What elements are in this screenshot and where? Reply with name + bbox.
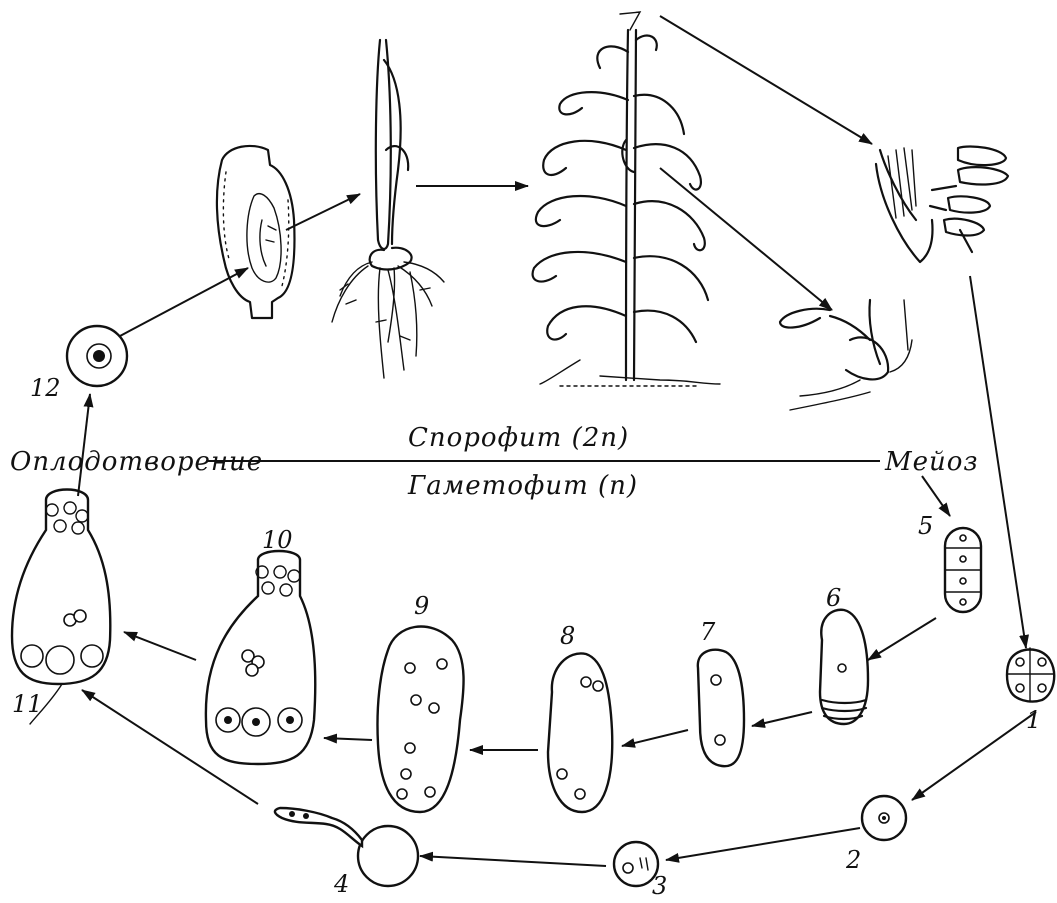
stage-label-10: 10 xyxy=(262,526,293,554)
stage-label-3: 3 xyxy=(652,872,667,900)
female-flower-illustration xyxy=(780,300,912,410)
stage-label-6: 6 xyxy=(826,584,841,612)
stage-2-microspore xyxy=(862,796,906,840)
fertilization-label: Оплодотворение xyxy=(10,447,263,477)
stage-8-four-nucleate xyxy=(548,653,612,812)
tassel-anthers-illustration xyxy=(876,146,1008,262)
stage-label-11: 11 xyxy=(12,690,43,718)
stage-5-megaspore-tetrad xyxy=(945,528,981,612)
stage-1-microspore-tetrad xyxy=(1007,648,1054,702)
stage-label-4: 4 xyxy=(333,870,349,898)
stage-6-functional-megaspore xyxy=(820,610,868,724)
stage-label-8: 8 xyxy=(560,622,575,650)
seedling-illustration xyxy=(332,40,444,378)
stage-11-fertilized-embryo-sac xyxy=(12,490,110,725)
stage-12-zygote xyxy=(67,326,127,386)
stage-label-7: 7 xyxy=(700,618,716,646)
stage-label-12: 12 xyxy=(30,374,61,402)
stage-label-1: 1 xyxy=(1026,706,1041,734)
stage-9-eight-nucleate xyxy=(377,627,463,812)
sporophyte-label: Спорофит (2n) xyxy=(408,423,629,453)
stage-label-2: 2 xyxy=(845,846,861,874)
adult-maize-plant-illustration xyxy=(533,12,720,386)
stage-7-two-nucleate xyxy=(698,650,744,766)
meiosis-label: Мейоз xyxy=(884,447,979,477)
grain-seed-illustration xyxy=(217,146,295,318)
gametophyte-label: Гаметофит (n) xyxy=(407,471,638,501)
stage-label-5: 5 xyxy=(918,512,933,540)
stage-label-9: 9 xyxy=(414,592,429,620)
stage-10-embryo-sac xyxy=(206,551,315,764)
